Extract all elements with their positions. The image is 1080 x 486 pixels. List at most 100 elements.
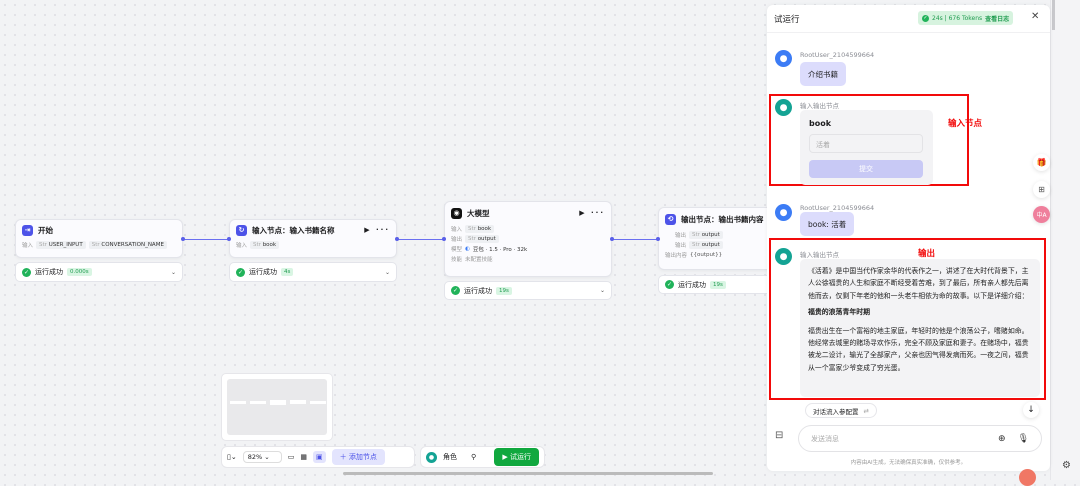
duration: 19s bbox=[496, 286, 512, 295]
test-run-label: 试运行 bbox=[510, 453, 531, 461]
panel-scrollbar[interactable] bbox=[1052, 0, 1055, 30]
debug-icon[interactable]: ⚲ bbox=[471, 453, 477, 461]
type: Str bbox=[468, 226, 476, 232]
message-sender: 输入输出节点 bbox=[800, 251, 839, 259]
user-avatar: ● bbox=[775, 50, 792, 67]
chevron-down-icon[interactable]: ⌄ bbox=[599, 287, 605, 294]
type: Str bbox=[692, 242, 700, 248]
role-button[interactable]: 角色 bbox=[443, 453, 457, 461]
chevron-down-icon[interactable]: ⌄ bbox=[384, 268, 390, 276]
minimap-node bbox=[290, 400, 306, 404]
node-title: 大模型 bbox=[467, 208, 490, 218]
toolbox-icon[interactable]: ⊟ bbox=[775, 430, 784, 441]
field-label: book bbox=[809, 119, 832, 128]
port[interactable] bbox=[181, 237, 185, 241]
start-icon: ⇥ bbox=[22, 224, 33, 236]
port[interactable] bbox=[395, 237, 399, 241]
highlight-box-input bbox=[769, 94, 969, 186]
minimap[interactable] bbox=[221, 373, 333, 441]
divider bbox=[767, 32, 1050, 33]
message-paragraph: 福贵出生在一个富裕的地主家庭，年轻时的他是个浪荡公子，嗜赌如命。他经常去城里的赌… bbox=[808, 326, 1029, 372]
input-form-card: book 活着 提交 bbox=[800, 110, 933, 185]
assistant-avatar[interactable] bbox=[1019, 469, 1036, 486]
label: 输入 bbox=[451, 227, 463, 233]
type: Str bbox=[692, 232, 700, 238]
status-text: 运行成功 bbox=[678, 280, 706, 289]
zoom-select[interactable]: 82% ⌄ bbox=[242, 451, 282, 463]
apps-icon[interactable]: ⊞ bbox=[1033, 181, 1050, 198]
swap-icon: ⇄ bbox=[863, 406, 869, 415]
mouse-mode-icon[interactable]: ▯⌄ bbox=[227, 453, 237, 461]
var: book bbox=[477, 226, 492, 232]
type: Str bbox=[468, 236, 476, 242]
scroll-down-icon[interactable]: ↓ bbox=[1023, 402, 1039, 418]
node-title: 输入节点：输入书籍名称 bbox=[252, 225, 335, 235]
config-chip[interactable]: 对话流入参配置⇄ bbox=[805, 403, 877, 418]
minimap-node bbox=[270, 400, 286, 405]
model-icon: ◐ bbox=[465, 246, 470, 252]
translate-icon[interactable]: 中A bbox=[1033, 206, 1050, 223]
node-start[interactable]: ⇥开始 输入 Str USER_INPUT Str CONVERSATION_N… bbox=[15, 219, 183, 258]
book-input[interactable]: 活着 bbox=[809, 134, 923, 153]
port[interactable] bbox=[442, 237, 446, 241]
duration: 4s bbox=[281, 268, 294, 276]
port[interactable] bbox=[656, 237, 660, 241]
test-run-panel: 试运行 ✓ 24s | 676 Tokens 查看日志 ✕ ● RootUser… bbox=[767, 5, 1050, 471]
model: 豆包 · 1.5 · Pro · 32k bbox=[472, 247, 528, 253]
view-log-link[interactable]: 查看日志 bbox=[985, 15, 1010, 23]
close-icon[interactable]: ✕ bbox=[1031, 11, 1040, 22]
message-heading: 福贵的浪荡青年时期 bbox=[808, 308, 871, 317]
grid-icon[interactable]: ▦ bbox=[300, 453, 307, 461]
test-run-button[interactable]: ▶ 试运行 bbox=[494, 448, 539, 466]
add-node-button[interactable]: ＋ 添加节点 bbox=[331, 449, 385, 465]
zoom-value: 82% bbox=[247, 453, 263, 461]
var: output bbox=[477, 236, 496, 242]
label: 输出 bbox=[451, 237, 463, 243]
input-placeholder: 活着 bbox=[816, 141, 830, 149]
comment-icon[interactable]: ▭ bbox=[287, 453, 295, 461]
edge bbox=[184, 239, 228, 240]
llm-icon: ◉ bbox=[451, 207, 462, 219]
annotation-output: 输出 bbox=[918, 249, 936, 259]
canvas-toolbar: ▯⌄ 82% ⌄ ▭ ▦ ▣ ＋ 添加节点 bbox=[221, 446, 415, 468]
submit-button[interactable]: 提交 bbox=[809, 160, 923, 178]
role-avatar-icon: ● bbox=[426, 451, 437, 463]
run-toolbar: ● 角色 ⚲ ▶ 试运行 bbox=[420, 446, 545, 468]
var: output bbox=[701, 242, 720, 248]
output-node-icon: ⟲ bbox=[665, 213, 676, 225]
check-icon: ✓ bbox=[451, 286, 460, 295]
run-stats-badge: ✓ 24s | 676 Tokens 查看日志 bbox=[918, 11, 1014, 25]
status-text: 运行成功 bbox=[249, 268, 277, 276]
label: 输入 bbox=[22, 243, 34, 249]
chevron-down-icon[interactable]: ⌄ bbox=[170, 268, 176, 276]
minimap-node bbox=[310, 401, 326, 404]
settings-icon[interactable]: ⚙ bbox=[1062, 460, 1071, 471]
message-input[interactable]: 发送消息 ⊕ 🎙 bbox=[798, 425, 1042, 452]
minimap-viewport bbox=[227, 379, 327, 435]
node-title: 开始 bbox=[38, 225, 53, 235]
port[interactable] bbox=[227, 237, 231, 241]
port[interactable] bbox=[610, 237, 614, 241]
horizontal-scrollbar[interactable] bbox=[343, 472, 713, 475]
edge bbox=[613, 239, 657, 240]
label: 输出 bbox=[675, 233, 687, 239]
run-more-icons[interactable]: ▶ ··· bbox=[364, 226, 390, 234]
content: {{output}} bbox=[690, 252, 723, 258]
disclaimer: 内容由AI生成，无法确保真实准确，仅供参考。 bbox=[850, 460, 967, 466]
duration: 19s bbox=[710, 280, 726, 289]
microphone-icon[interactable]: 🎙 bbox=[1017, 433, 1029, 444]
minimap-toggle-icon[interactable]: ▣ bbox=[312, 451, 326, 463]
message-paragraph: 《活着》是中国当代作家余华的代表作之一，讲述了在大时代背景下，主人公徐福贵的人生… bbox=[808, 267, 1029, 300]
run-more-icons[interactable]: ▶ ··· bbox=[579, 209, 605, 217]
gift-icon[interactable]: 🎁 bbox=[1033, 154, 1050, 171]
var: CONVERSATION_NAME bbox=[101, 242, 164, 248]
minimap-node bbox=[230, 401, 246, 404]
add-icon[interactable]: ⊕ bbox=[998, 433, 1006, 444]
